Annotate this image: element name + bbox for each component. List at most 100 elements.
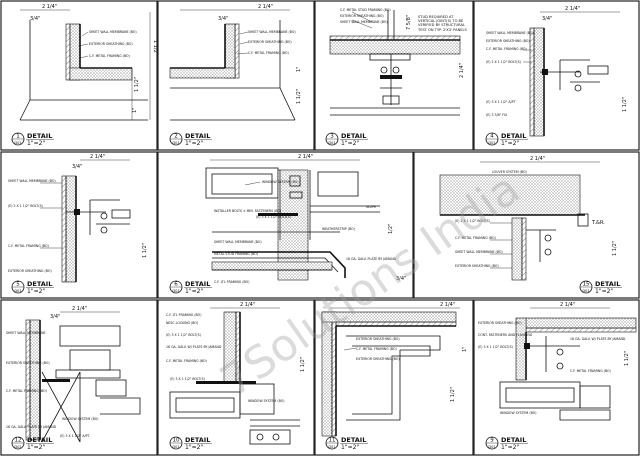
note-label: INSTALLER BOLTS ± MIN. FASTENERS (BO)	[214, 209, 281, 213]
note-label: C.F. METAL FRAMING (BO)	[455, 236, 496, 240]
dim-label: 2 1/4"	[240, 302, 255, 308]
dim-label: 2 1/4"	[90, 154, 105, 160]
note-label: (E) 3 X 1 1/2" BOLT(S)	[256, 215, 291, 219]
detail-title-blocks: 1D01DETAIL1"=2"2D01DETAIL1"=2"3D01DETAIL…	[11, 132, 622, 451]
detail-number: 12	[15, 438, 22, 444]
dim-label: 1 1/2"	[612, 241, 618, 256]
note-label: SHEET WALL MEMBRANE (BO)	[8, 179, 56, 183]
sheet-ref: D01	[582, 289, 589, 293]
note-label: EXTERIOR SHEATHING (BO)	[8, 269, 52, 273]
dim-label: 1 1/2"	[134, 77, 140, 92]
note-label: C.F. METAL FRAMING (BO)	[8, 244, 49, 248]
dim-label: 3/4"	[218, 16, 228, 22]
note-label: EXTERIOR SHEATHING (BO)	[455, 264, 499, 268]
detail-number: 6	[174, 282, 178, 288]
dim-label: 2 1/4"	[530, 156, 545, 162]
note-label: EXTERIOR SHEATHING (BO)	[356, 357, 400, 361]
detail-title: DETAIL	[27, 132, 52, 140]
detail-panel-10: 2 1/4" C.F. LTL FRAMING (BO) NESC LOCKIN…	[166, 302, 306, 445]
detail-panel-12: 2 1/4" 3/4" SHEET WALL MEMBRANE EXTERIOR…	[6, 306, 141, 443]
note-label: C.F. METAL FRAMING (BO)	[570, 369, 611, 373]
dim-label: 1"	[462, 347, 468, 352]
dim-label: 7 5/8"	[406, 15, 412, 30]
note-label: EXTERIOR SHEATHING (BO)	[478, 321, 522, 325]
note-label: EXTERIOR SHEATHING (BO)	[486, 39, 530, 43]
note-label: WINDOW SYSTEM (BO)	[248, 399, 284, 403]
sheet-ref: D01	[488, 141, 495, 145]
detail-scale: 1"=2"	[595, 288, 613, 295]
note-label: (E) 2 X 1 1/2" BOLT(S)	[455, 219, 490, 223]
dim-label: 1 1/2"	[622, 97, 628, 112]
note-label: SHEET WALL MEMBRANE (BO)	[248, 30, 296, 34]
detail-scale: 1"=2"	[501, 140, 519, 147]
detail-panel-1: 2 1/4" 3/4" SHEET WALL MEMBRANE (BO) EXT…	[19, 4, 158, 121]
stud-required-note: STUD REQUIRED AT VERTICAL JOINT(S) TO BE…	[418, 15, 467, 32]
detail-title: DETAIL	[185, 132, 210, 140]
note-label: C.F. METAL FRAMING (BO)	[166, 359, 207, 363]
detail-scale: 1"=2"	[341, 444, 359, 451]
note-label: (E) 3 X 1 1/2" A/PT	[60, 434, 90, 438]
detail-number: 11	[329, 438, 336, 444]
detail-scale: 1"=2"	[27, 140, 45, 147]
detail-panel-15: 2 1/4" LOUVER SYSTEM (BO) (E) 2 X 1 1/2"…	[439, 156, 618, 281]
sheet-ref: D01	[328, 141, 335, 145]
note-label: C.F. METAL FRAMING (BO)	[6, 389, 47, 393]
note-label: SHEET WALL MEMBRANE	[6, 331, 46, 335]
detail-scale: 1"=2"	[185, 288, 203, 295]
note-label: (E) 3 X 1 1/2" BOLT(S)	[170, 377, 205, 381]
dim-label: T.&R.	[591, 220, 605, 226]
note-label: WINDOW SYSTEM (BO)	[500, 411, 536, 415]
sheet-ref: D01	[488, 445, 495, 449]
detail-number: 4	[490, 134, 494, 140]
detail-number: 9	[490, 438, 494, 444]
note-label: SHEET WALL MEMBRANE (BO)	[486, 31, 534, 35]
detail-title: DETAIL	[501, 132, 526, 140]
dim-label: 1"	[296, 67, 302, 72]
sheet-ref: D01	[172, 445, 179, 449]
note-label: C.F. METAL FRAMING (BO)	[248, 51, 289, 55]
note-label: C.F. METAL STUD FRAMING (BO)	[340, 8, 391, 12]
dim-label: 2 1/4"	[258, 4, 273, 10]
detail-panel-2: 2 1/4" 3/4" SHEET WALL MEMBRANE (BO) EXT…	[169, 4, 302, 121]
dim-label: 2 1/4"	[72, 306, 87, 312]
dim-label: 1 1/2"	[624, 351, 630, 366]
note-label: WINDOW SYSTEM (BO)	[262, 180, 298, 184]
detail-title: DETAIL	[501, 436, 526, 444]
note-label: 16 GA. GALV. PLATE BY JAMAND	[6, 425, 57, 429]
note-label: (E) 3 X 1 1/2" BOLT(S)	[166, 333, 201, 337]
note-label: C.F. METAL FRAMING (BO)	[356, 347, 397, 351]
detail-panel-9: 2 1/4" EXTERIOR SHEATHING (BO) CONT. FAS…	[478, 302, 637, 421]
sheet-ref: D01	[14, 445, 21, 449]
dim-label: 1 1/2"	[296, 89, 302, 104]
note-label: C.F. LTL FRAMING (BO)	[166, 313, 201, 317]
detail-scale: 1"=2"	[501, 444, 519, 451]
dim-label: 1 1/2"	[142, 243, 148, 258]
dim-label: 2 1/4"	[440, 302, 455, 308]
detail-number: 2	[174, 134, 178, 140]
dim-label: 3/4"	[542, 16, 552, 22]
note-label: NESC LOCKING (BO)	[166, 321, 198, 325]
dim-label: 2 1/4"	[565, 6, 580, 12]
note-label: WINDOW SYSTEM (BO)	[62, 417, 98, 421]
note-label: (E) 3 X 1 1/2" A/PT	[486, 100, 516, 104]
note-label: SHEET WALL MEMBRANE (BO)	[455, 250, 503, 254]
dim-label: 1 1/2"	[300, 357, 306, 372]
watermark: 7Solutions India	[212, 163, 530, 407]
detail-title: DETAIL	[341, 436, 366, 444]
note-label: (E) 2 X 1 1/2" BOLT(S)	[8, 204, 43, 208]
note-label: EXTERIOR SHEATHING (BO)	[248, 40, 292, 44]
detail-scale: 1"=2"	[341, 140, 359, 147]
dim-label: 3/4"	[30, 16, 40, 22]
detail-panel-6: 2 1/4" WINDOW SYSTEM (BO) INSTALLER BOLT…	[205, 154, 406, 284]
note-label: EXTERIOR SHEATHING (BO)	[340, 14, 384, 18]
detail-title: DETAIL	[595, 280, 620, 288]
note-label: 16 GA. GALV. W/ PLATE BY JAMAND	[166, 345, 222, 349]
note-label: SHEET WALL MEMBRANE (BO)	[340, 20, 388, 24]
dim-label: 3/4"	[72, 164, 82, 170]
